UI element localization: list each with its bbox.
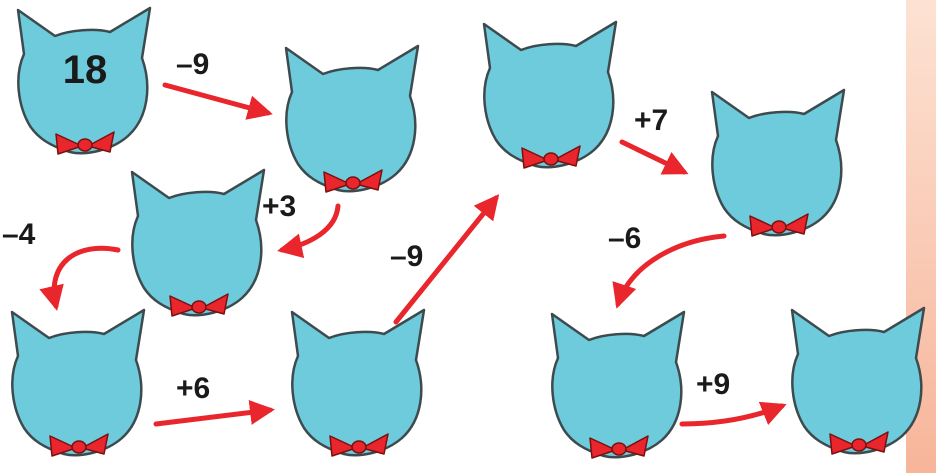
cat-after-plus-9 [784,306,934,466]
operation-label: +7 [634,104,668,138]
arrow-plus-9 [682,406,782,424]
cat-face-icon [784,306,934,466]
operation-label: –4 [2,218,35,252]
cat-face-icon [284,308,434,468]
cat-face-icon [278,44,428,204]
cat-face-icon [476,20,626,180]
operation-label: –9 [390,240,423,274]
cat-after-minus-9 [278,44,428,204]
cat-after-minus-9-b [476,20,626,180]
operation-label: +6 [176,372,210,406]
cat-after-minus-6 [544,310,694,470]
operation-label: +9 [696,368,730,402]
arrow-plus-6 [156,410,270,424]
cat-after-plus-6 [284,308,434,468]
cat-face-icon [704,88,854,248]
cat-after-minus-4 [4,308,154,468]
cat-value: 18 [10,48,160,93]
cat-face-icon [4,308,154,468]
arrow-plus-7 [622,142,684,172]
operation-label: –9 [176,48,209,82]
operation-label: –6 [608,222,641,256]
operation-label: +3 [262,190,296,224]
cat-after-plus-3 [124,168,274,328]
arrow-minus-9 [165,85,268,113]
cat-start: 18 [10,6,160,166]
cat-face-icon [544,310,694,470]
cat-after-plus-7 [704,88,854,248]
cat-face-icon [124,168,274,328]
arrow-minus-4 [54,248,118,306]
